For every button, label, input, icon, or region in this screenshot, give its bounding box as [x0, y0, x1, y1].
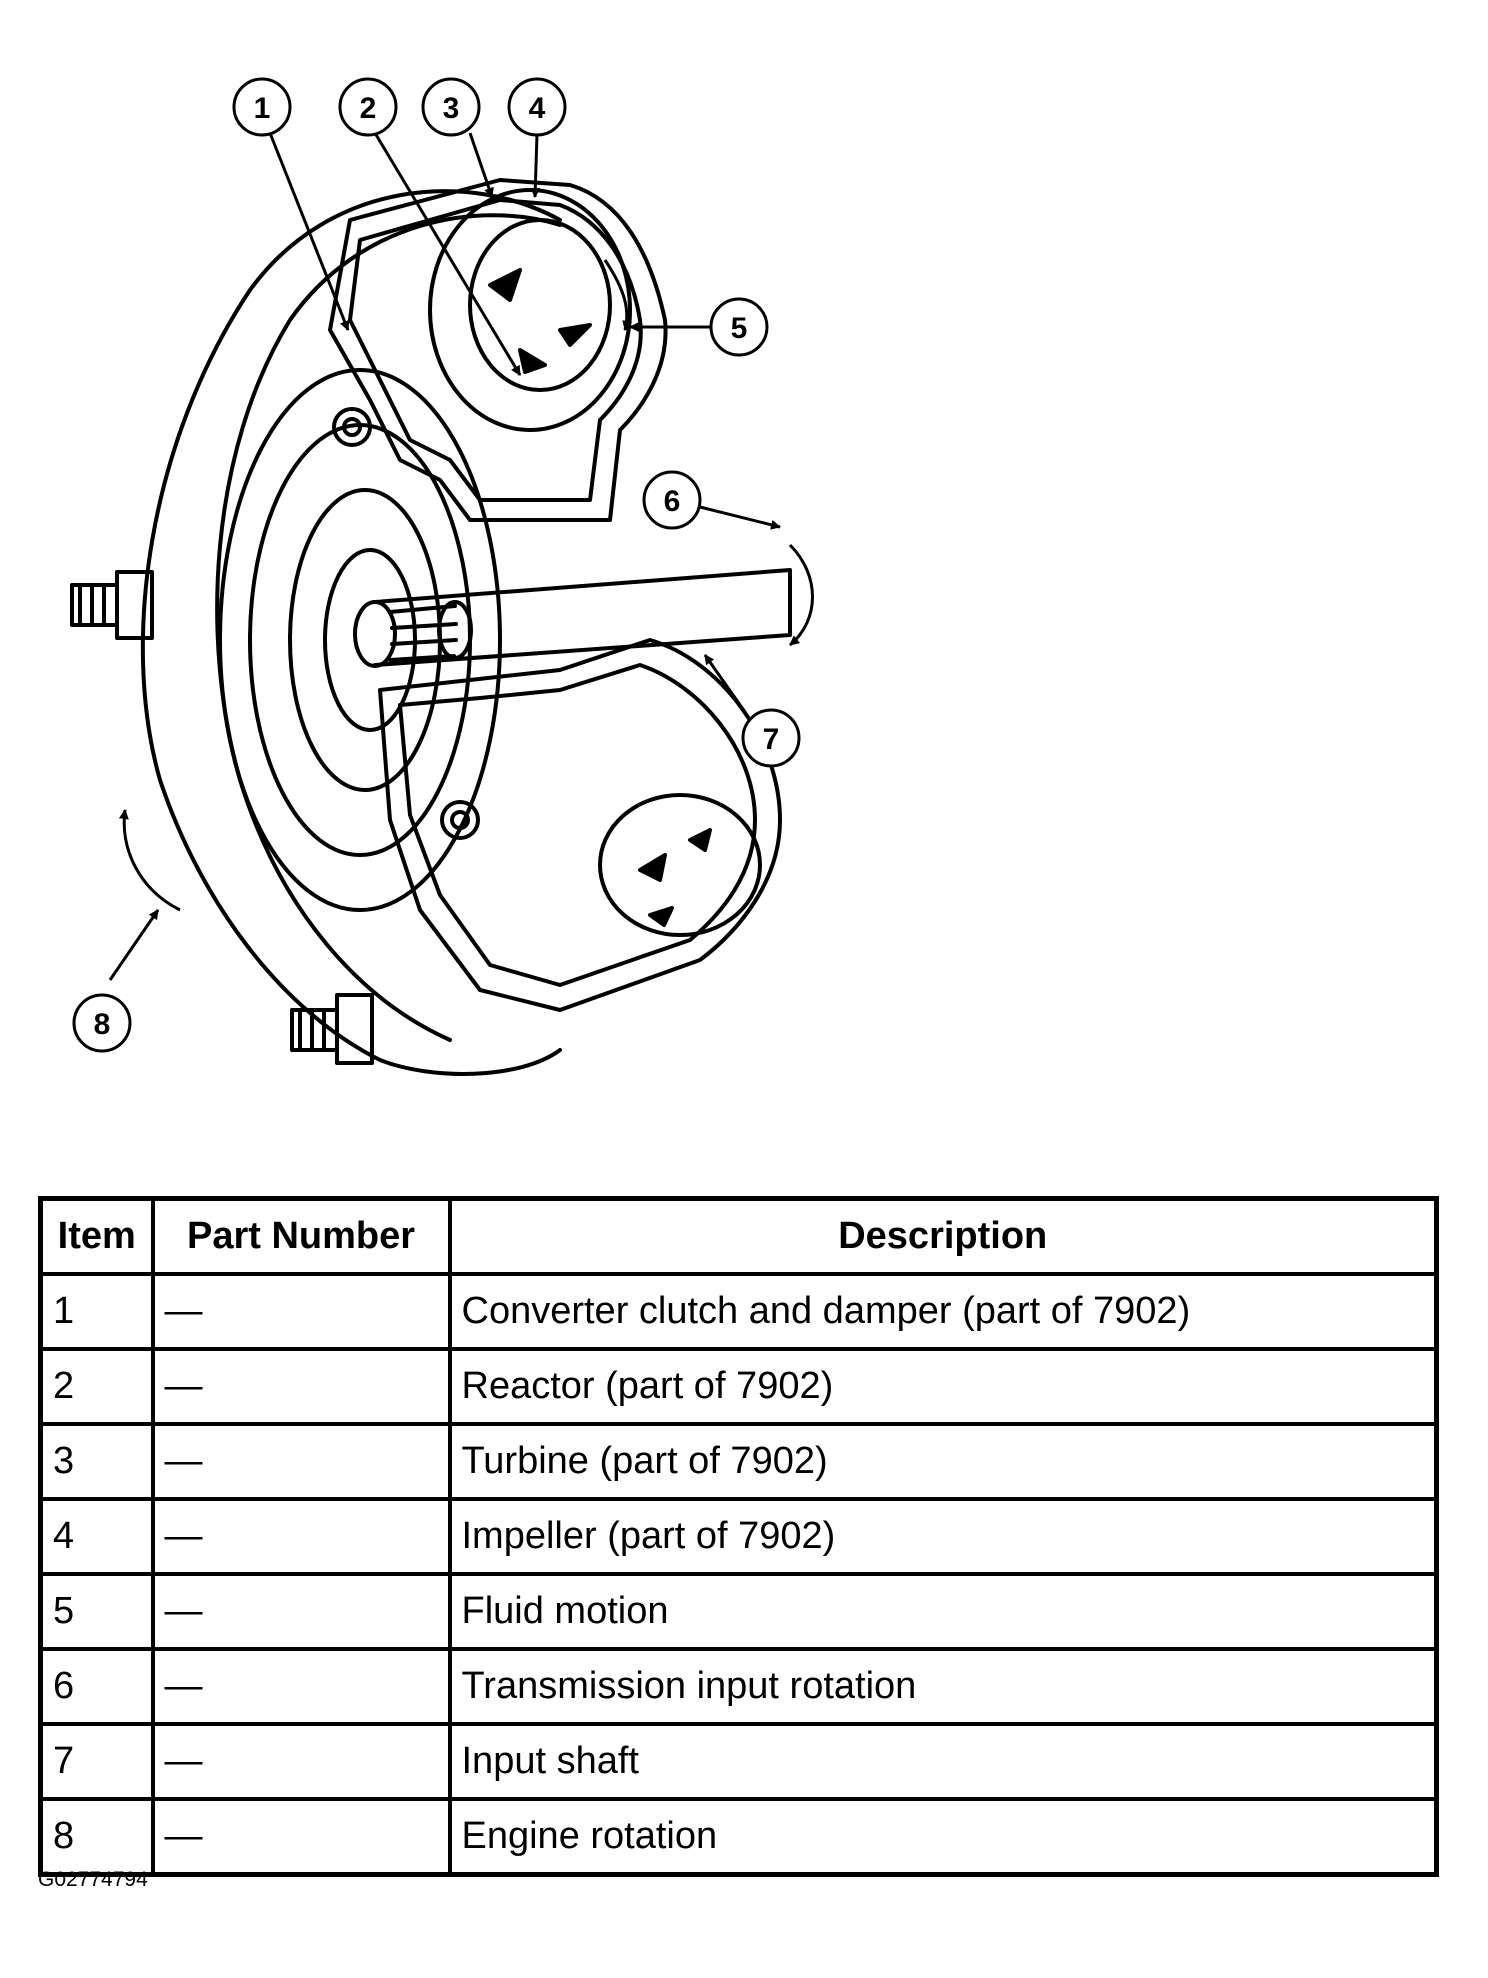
callout-1: 1 [232, 77, 292, 137]
table-row: 5 — Fluid motion [38, 1572, 1439, 1651]
cell-item: 4 [38, 1497, 155, 1576]
callout-3: 3 [421, 77, 481, 137]
cell-part-number: — [150, 1497, 452, 1576]
cell-part-number: — [150, 1572, 452, 1651]
figure-code: G02774794 [38, 1868, 148, 1891]
cell-item: 1 [38, 1272, 155, 1351]
leader-line-8 [108, 909, 160, 981]
callout-label-1: 1 [254, 92, 271, 125]
cell-item: 7 [38, 1722, 155, 1801]
parts-table: Item Part Number Description 1 — Convert… [38, 1196, 1439, 1877]
rotation-arrow-6 [788, 543, 814, 647]
table-row: 4 — Impeller (part of 7902) [38, 1497, 1439, 1576]
cell-part-number: — [150, 1347, 452, 1426]
cell-description: Turbine (part of 7902) [447, 1422, 1439, 1501]
callout-label-6: 6 [664, 485, 681, 518]
cell-item: 5 [38, 1572, 155, 1651]
table-row: 7 — Input shaft [38, 1722, 1439, 1801]
torque-converter-diagram: 1 2 3 4 5 6 7 8 [70, 77, 814, 1076]
callout-4: 4 [507, 77, 567, 137]
bolt-left [70, 570, 154, 640]
cell-description: Engine rotation [447, 1797, 1439, 1877]
cell-part-number: — [150, 1797, 452, 1877]
header-part-number: Part Number [150, 1196, 452, 1276]
callout-label-5: 5 [731, 312, 748, 345]
cutaway-lower [378, 638, 782, 1012]
fluid-motion-arrow [603, 259, 633, 331]
table-row: 8 — Engine rotation [38, 1797, 1439, 1877]
callout-8: 8 [72, 993, 132, 1053]
callout-7: 7 [741, 708, 801, 768]
callout-label-4: 4 [529, 92, 546, 125]
cell-description: Reactor (part of 7902) [447, 1347, 1439, 1426]
leader-line-2 [373, 132, 522, 376]
table-row: 2 — Reactor (part of 7902) [38, 1347, 1439, 1426]
bolt-bottom [290, 993, 374, 1065]
leader-line-1 [268, 132, 350, 331]
cell-item: 2 [38, 1347, 155, 1426]
leader-line-3 [468, 132, 494, 198]
leader-line-7 [703, 654, 747, 713]
cell-item: 8 [38, 1797, 155, 1877]
cell-item: 6 [38, 1647, 155, 1726]
callout-label-7: 7 [763, 723, 780, 756]
input-shaft [373, 568, 792, 667]
callout-label-2: 2 [360, 92, 377, 125]
cell-part-number: — [150, 1722, 452, 1801]
cell-description: Transmission input rotation [447, 1647, 1439, 1726]
leader-line-4 [530, 133, 541, 198]
fluid-torus [428, 188, 632, 432]
table-header-row: Item Part Number Description [38, 1196, 1439, 1276]
cell-part-number: — [150, 1272, 452, 1351]
callout-5: 5 [709, 297, 769, 357]
cell-item: 3 [38, 1422, 155, 1501]
callout-label-8: 8 [94, 1008, 111, 1041]
converter-housing [140, 189, 562, 1076]
cell-description: Input shaft [447, 1722, 1439, 1801]
leader-line-6 [699, 505, 781, 530]
callout-label-3: 3 [443, 92, 460, 125]
cell-description: Impeller (part of 7902) [447, 1497, 1439, 1576]
housing-rim [215, 213, 562, 1042]
cell-part-number: — [150, 1422, 452, 1501]
cell-description: Converter clutch and damper (part of 790… [447, 1272, 1439, 1351]
cell-description: Fluid motion [447, 1572, 1439, 1651]
callout-6: 6 [642, 470, 702, 530]
header-item: Item [38, 1196, 155, 1276]
header-description: Description [447, 1196, 1439, 1276]
table-row: 1 — Converter clutch and damper (part of… [38, 1272, 1439, 1351]
rotation-arrow-8 [118, 809, 181, 912]
table-row: 3 — Turbine (part of 7902) [38, 1422, 1439, 1501]
cutaway-upper [328, 178, 668, 522]
callout-2: 2 [338, 77, 398, 137]
cell-part-number: — [150, 1647, 452, 1726]
table-row: 6 — Transmission input rotation [38, 1647, 1439, 1726]
